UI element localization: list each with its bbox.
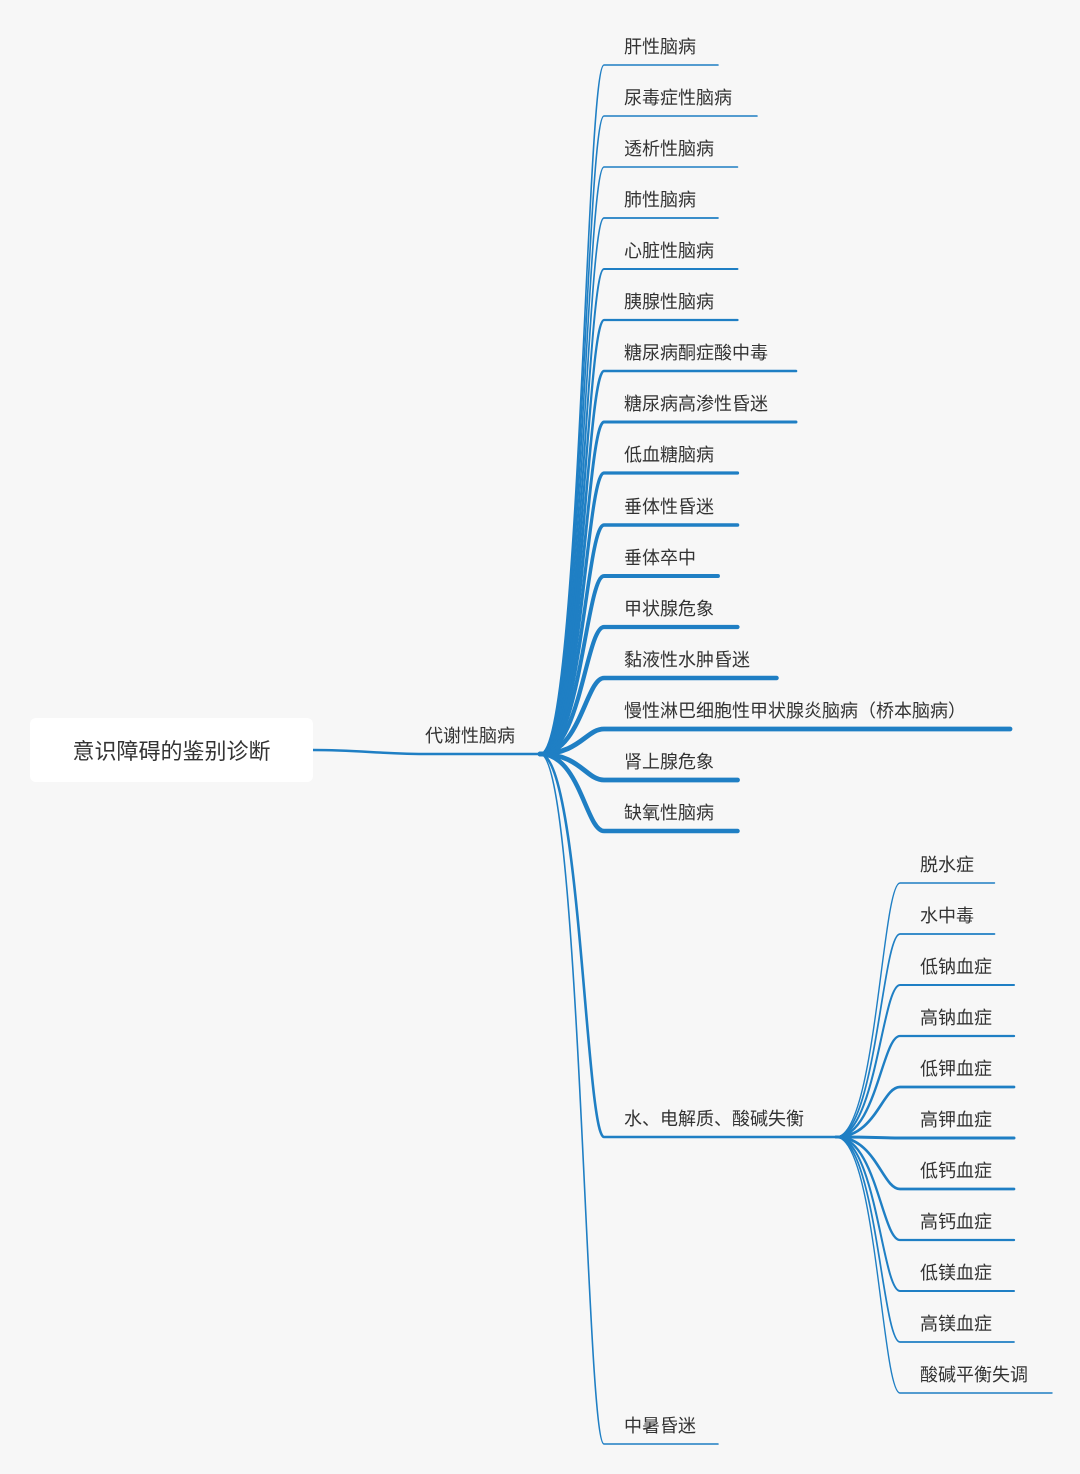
child-node-1[interactable]: 尿毒症性脑病 [624,88,732,109]
grandchild-node-9[interactable]: 高镁血症 [920,1314,992,1335]
child-node-4[interactable]: 心脏性脑病 [624,241,714,262]
child-node-12[interactable]: 黏液性水肿昏迷 [624,650,750,671]
grandchild-node-4[interactable]: 低钾血症 [920,1059,992,1080]
grandchild-node-2[interactable]: 低钠血症 [920,957,992,978]
connector-sub-child-4 [834,1085,1016,1139]
grandchild-node-10[interactable]: 酸碱平衡失调 [920,1365,1028,1386]
connector-sub-child-6 [834,1135,1016,1191]
connector-sub-child-8 [834,1135,1016,1293]
grandchild-node-5[interactable]: 高钾血症 [920,1110,992,1131]
child-node-10[interactable]: 垂体卒中 [624,548,696,569]
root-node[interactable]: 意识障碍的鉴别诊断 [30,718,313,782]
connector-sub-child-0 [835,882,996,1138]
branch-node-metabolic-encephalopathy[interactable]: 代谢性脑病 [425,726,515,747]
child-node-3[interactable]: 肺性脑病 [624,190,696,211]
connector-branch-child-17 [539,753,719,1445]
connector-root-branch [311,748,542,756]
child-node-17[interactable]: 中暑昏迷 [624,1416,696,1437]
connector-sub-child-10 [835,1136,1053,1394]
child-node-8[interactable]: 低血糖脑病 [624,445,714,466]
grandchild-node-1[interactable]: 水中毒 [920,906,974,927]
connector-sub-child-2 [834,983,1016,1139]
child-node-2[interactable]: 透析性脑病 [624,139,714,160]
grandchild-node-6[interactable]: 低钙血症 [920,1161,992,1182]
root-node-label: 意识障碍的鉴别诊断 [72,740,271,765]
child-node-7[interactable]: 糖尿病高渗性昏迷 [624,394,768,415]
connector-sub-child-7 [834,1135,1016,1242]
child-node-16[interactable]: 水、电解质、酸碱失衡 [624,1109,804,1130]
connector-sub-child-5 [834,1135,1016,1140]
child-node-11[interactable]: 甲状腺危象 [624,599,714,620]
child-node-14[interactable]: 肾上腺危象 [624,752,714,773]
grandchild-node-0[interactable]: 脱水症 [920,855,974,876]
connector-branch-child-13 [537,726,1013,757]
connector-sub-child-1 [835,933,996,1138]
connector-sub-child-3 [834,1034,1016,1139]
child-node-6[interactable]: 糖尿病酮症酸中毒 [624,343,768,364]
grandchild-node-3[interactable]: 高钠血症 [920,1008,992,1029]
connector-branch-child-16 [538,752,837,1139]
grandchild-node-8[interactable]: 低镁血症 [920,1263,992,1284]
child-node-15[interactable]: 缺氧性脑病 [624,803,714,824]
child-node-9[interactable]: 垂体性昏迷 [624,497,714,518]
child-node-5[interactable]: 胰腺性脑病 [624,292,714,313]
child-node-13[interactable]: 慢性淋巴细胞性甲状腺炎脑病（桥本脑病） [624,701,966,722]
connector-branch-child-15 [537,751,740,834]
connector-sub-child-9 [835,1136,1015,1343]
child-node-0[interactable]: 肝性脑病 [624,37,696,58]
grandchild-node-7[interactable]: 高钙血症 [920,1212,992,1233]
connector-branch-child-12 [537,675,779,757]
